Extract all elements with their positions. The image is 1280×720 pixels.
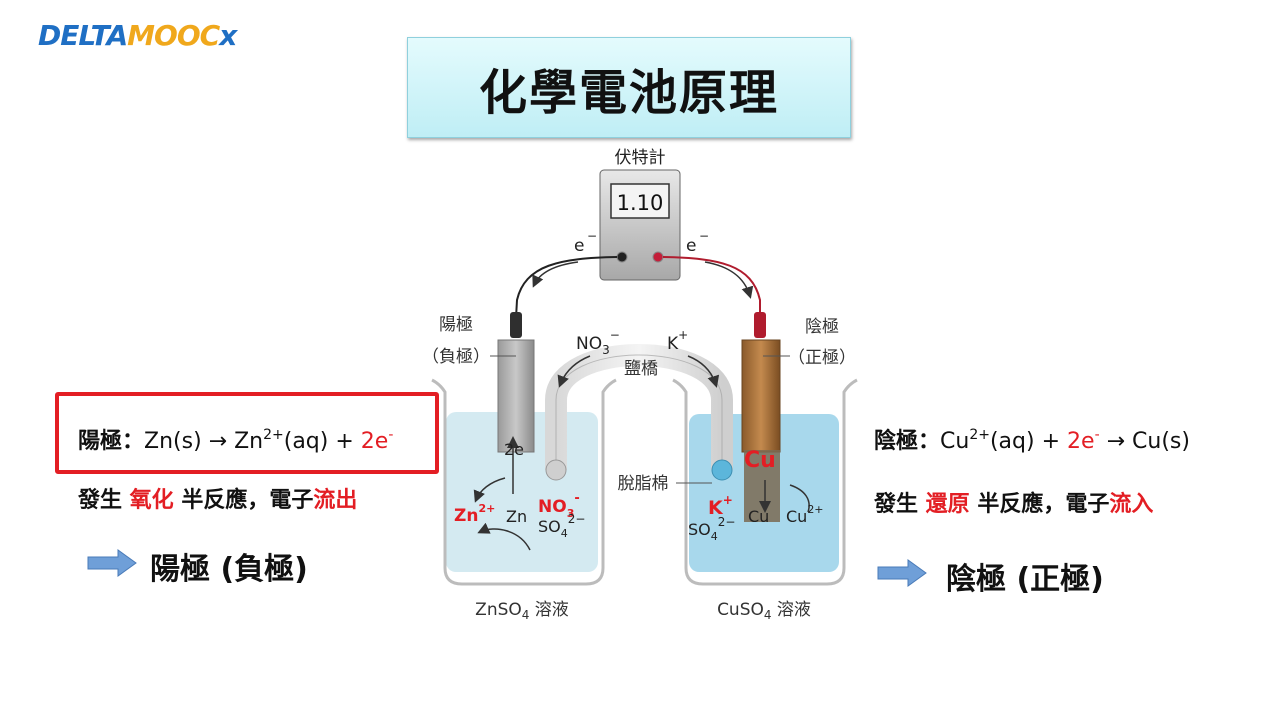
right-arrow-icon: [87, 549, 137, 577]
electron-label-left: e: [574, 236, 584, 256]
title-banner: 化學電池原理: [407, 37, 851, 138]
electron-sup-right: −: [699, 229, 709, 243]
anode-description: 發生 氧化 半反應，電子流出: [78, 488, 358, 513]
voltmeter: [599, 169, 681, 281]
right-so4-label: SO42−: [688, 515, 735, 543]
cu-big-label: Cu: [744, 448, 776, 473]
cathode-label-line1: 陰極: [805, 317, 839, 337]
no3-ion-label: NO3-: [538, 491, 580, 520]
salt-bridge-label: 鹽橋: [624, 359, 658, 379]
left-beaker: [431, 339, 617, 586]
anode-label-line1: 陽極: [439, 315, 473, 335]
right-solution-label: CuSO4 溶液: [717, 600, 811, 622]
electron-sup-left: −: [587, 229, 597, 243]
salt-bridge-anion: NO3−: [576, 328, 620, 357]
two-electron-label: 2e: [504, 440, 524, 459]
zn-label: Zn: [506, 507, 527, 526]
deltamoocx-logo: DELTAMOOCx: [38, 19, 237, 52]
cathode-equation: 陰極：Cu2+(aq) + 2e- → Cu(s): [874, 427, 1190, 454]
voltmeter-reading: 1.10: [617, 191, 664, 215]
anode-equation-box: [55, 392, 439, 474]
voltmeter-label: 伏特計: [615, 148, 666, 168]
anode-wire: [515, 256, 618, 319]
anode-label-line2: （負極）: [422, 347, 490, 367]
cathode-result: 陰極 (正極): [946, 562, 1104, 597]
zn-ion-label: Zn2+: [454, 502, 495, 526]
cu-ion-label: Cu2+: [786, 503, 824, 526]
anode-result: 陽極 (負極): [150, 552, 308, 587]
cathode-wire: [662, 256, 761, 318]
cathode-description: 發生 還原 半反應，電子流入: [874, 492, 1154, 517]
anode-equation: 陽極：Zn(s) → Zn2+(aq) + 2e-: [78, 427, 394, 454]
cu-label: Cu: [748, 507, 769, 526]
right-arrow-icon: [877, 559, 927, 587]
k-ion-label: K+: [708, 493, 733, 519]
left-so4-label: SO42−: [538, 512, 585, 540]
page-title: 化學電池原理: [478, 64, 779, 121]
salt-bridge-cation: K+: [667, 328, 688, 354]
cathode-label-line2: （正極）: [788, 348, 856, 368]
cotton-label: 脫脂棉: [618, 474, 669, 494]
electron-label-right: e: [686, 236, 696, 256]
left-solution-label: ZnSO4 溶液: [475, 600, 569, 622]
